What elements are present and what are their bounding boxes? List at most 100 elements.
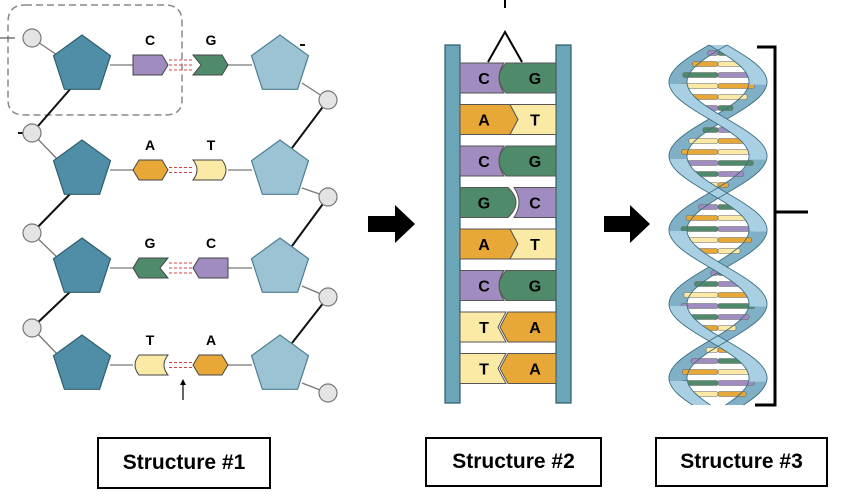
backbone-right bbox=[555, 44, 572, 404]
helix-strand-segment bbox=[734, 135, 757, 139]
phosphate-group bbox=[318, 287, 338, 307]
helix-strand-segment bbox=[748, 378, 767, 382]
ladder-letter-right: T bbox=[530, 113, 540, 130]
helix-strand-segment bbox=[735, 210, 758, 214]
helix-strand-segment bbox=[683, 177, 707, 181]
ladder-letter-right: C bbox=[529, 196, 541, 213]
ladder-base-left bbox=[459, 311, 507, 343]
helix-strand-segment bbox=[743, 291, 764, 295]
helix-strand-segment bbox=[676, 171, 699, 175]
helix-strand-segment bbox=[722, 255, 747, 259]
helix-strand-segment bbox=[729, 354, 753, 358]
helix-strand-segment bbox=[698, 261, 723, 265]
helix-strand-segment bbox=[729, 399, 753, 403]
helix-strand-segment bbox=[673, 315, 695, 319]
deoxyribose-sugar bbox=[250, 237, 310, 293]
helix-strand-segment bbox=[725, 402, 748, 405]
base-letter-right: C bbox=[206, 235, 216, 251]
helix-strand-segment bbox=[748, 78, 767, 82]
structure-2-caption-text: Structure #2 bbox=[452, 450, 575, 473]
deoxyribose-sugar bbox=[52, 34, 112, 90]
helix-strand-segment bbox=[709, 267, 734, 271]
helix-strand-segment bbox=[737, 138, 760, 142]
helix-strand-edge bbox=[686, 44, 768, 406]
helix-strand-segment bbox=[689, 255, 714, 259]
ladder-letter-right: G bbox=[529, 154, 541, 171]
helix-base bbox=[702, 127, 719, 133]
deoxyribose-sugar bbox=[52, 139, 112, 195]
helix-strand-segment bbox=[746, 369, 766, 373]
helix-strand-segment bbox=[680, 174, 703, 178]
helix-strand-segment bbox=[748, 81, 767, 85]
helix-strand-segment bbox=[675, 96, 698, 100]
pair-bracket bbox=[487, 29, 523, 63]
helix-strand-segment bbox=[734, 321, 758, 325]
helix-strand-segment bbox=[679, 135, 702, 139]
helix-strand-segment bbox=[722, 201, 746, 205]
helix-strand-segment bbox=[669, 300, 688, 304]
helix-strand-segment bbox=[678, 210, 701, 214]
helix-strand-segment bbox=[715, 123, 740, 127]
backbone-bond bbox=[291, 99, 329, 149]
helix-strand-segment bbox=[723, 276, 748, 280]
helix-strand-segment bbox=[674, 66, 696, 70]
helix-strand-segment bbox=[720, 126, 745, 130]
helix-strand-segment bbox=[733, 396, 756, 400]
helix-strand-segment bbox=[719, 51, 743, 55]
helix-strand-edge bbox=[668, 44, 750, 406]
structure-2-caption: Structure #2 bbox=[425, 437, 602, 487]
helix-bracket bbox=[755, 45, 777, 407]
helix-strand-segment bbox=[705, 117, 730, 121]
helix-strand-segment bbox=[671, 366, 693, 370]
helix-strand-segment bbox=[683, 132, 707, 136]
helix-strand-segment bbox=[748, 228, 767, 232]
helix-strand-segment bbox=[688, 276, 713, 280]
helix-strand-segment bbox=[730, 324, 754, 328]
helix-strand-segment bbox=[671, 165, 693, 169]
helix-strand-segment bbox=[677, 246, 701, 250]
ladder-letter-right: A bbox=[529, 320, 541, 337]
helix-strand-segment bbox=[671, 90, 692, 94]
ladder-base-right bbox=[498, 62, 557, 94]
helix-strand-segment bbox=[671, 387, 693, 391]
helix-strand-segment bbox=[743, 387, 765, 391]
helix-strand-segment bbox=[743, 165, 765, 169]
phosphate-group bbox=[318, 383, 338, 403]
nitrogenous-base bbox=[191, 159, 227, 181]
structure-1-caption-text: Structure #1 bbox=[122, 451, 246, 474]
helix-strand-segment bbox=[694, 198, 719, 202]
ladder-base-left bbox=[459, 353, 507, 384]
base-letter-left: T bbox=[146, 332, 155, 348]
ladder-letter-left: A bbox=[478, 113, 490, 130]
helix-strand-segment bbox=[727, 204, 751, 208]
helix-strand-edge bbox=[668, 44, 750, 406]
helix-base bbox=[717, 380, 755, 386]
phosphate-group bbox=[22, 123, 42, 143]
helix-strand-segment bbox=[674, 288, 696, 292]
helix-strand-segment bbox=[740, 168, 762, 172]
deoxyribose-sugar bbox=[250, 34, 310, 90]
structure-1-caption: Structure #1 bbox=[97, 437, 271, 489]
ladder-letter-left: T bbox=[479, 320, 489, 337]
helix-strand-segment bbox=[730, 102, 754, 106]
helix-strand-segment bbox=[731, 207, 755, 211]
nitrogenous-base bbox=[132, 159, 169, 181]
helix-strand-segment bbox=[700, 336, 725, 340]
phosphate-group bbox=[22, 28, 42, 48]
helix-strand-segment bbox=[686, 105, 710, 109]
ladder-letter-right: G bbox=[529, 71, 541, 88]
helix-strand-segment bbox=[674, 243, 697, 247]
helix-strand-segment bbox=[736, 285, 759, 289]
helix-strand-segment bbox=[742, 216, 764, 220]
phosphate-group bbox=[318, 90, 338, 110]
nitrogenous-base bbox=[134, 354, 170, 376]
ladder-letter-left: T bbox=[479, 362, 489, 379]
helix-strand-segment bbox=[735, 246, 759, 250]
ladder-letter-right: A bbox=[529, 362, 541, 379]
helix-strand-segment bbox=[725, 129, 749, 133]
helix-strand-segment bbox=[688, 180, 712, 184]
ladder-letter-left: C bbox=[478, 154, 490, 171]
helix-strand-segment bbox=[748, 156, 767, 160]
